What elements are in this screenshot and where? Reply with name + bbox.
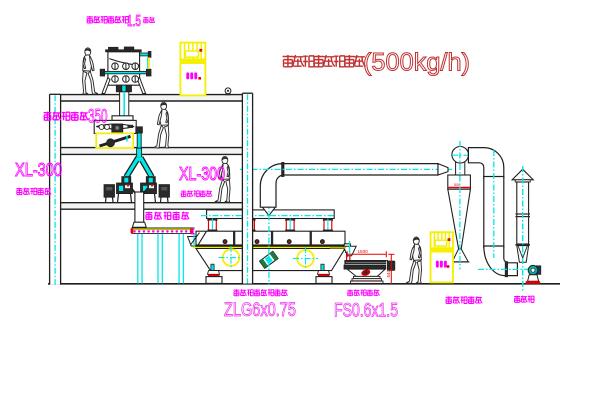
svg-text:350: 350 bbox=[88, 107, 108, 128]
svg-text:FS0.6x1.5: FS0.6x1.5 bbox=[334, 300, 398, 321]
svg-text:540: 540 bbox=[386, 269, 391, 277]
svg-text:(500kg/h): (500kg/h) bbox=[363, 49, 470, 77]
svg-text:XL-300: XL-300 bbox=[179, 164, 225, 184]
svg-text:1.5: 1.5 bbox=[127, 13, 141, 30]
svg-text:1500: 1500 bbox=[358, 249, 369, 254]
svg-text:XL-300: XL-300 bbox=[15, 160, 62, 180]
svg-text:ZLG6x0.75: ZLG6x0.75 bbox=[224, 300, 296, 321]
svg-text:500: 500 bbox=[454, 183, 460, 187]
